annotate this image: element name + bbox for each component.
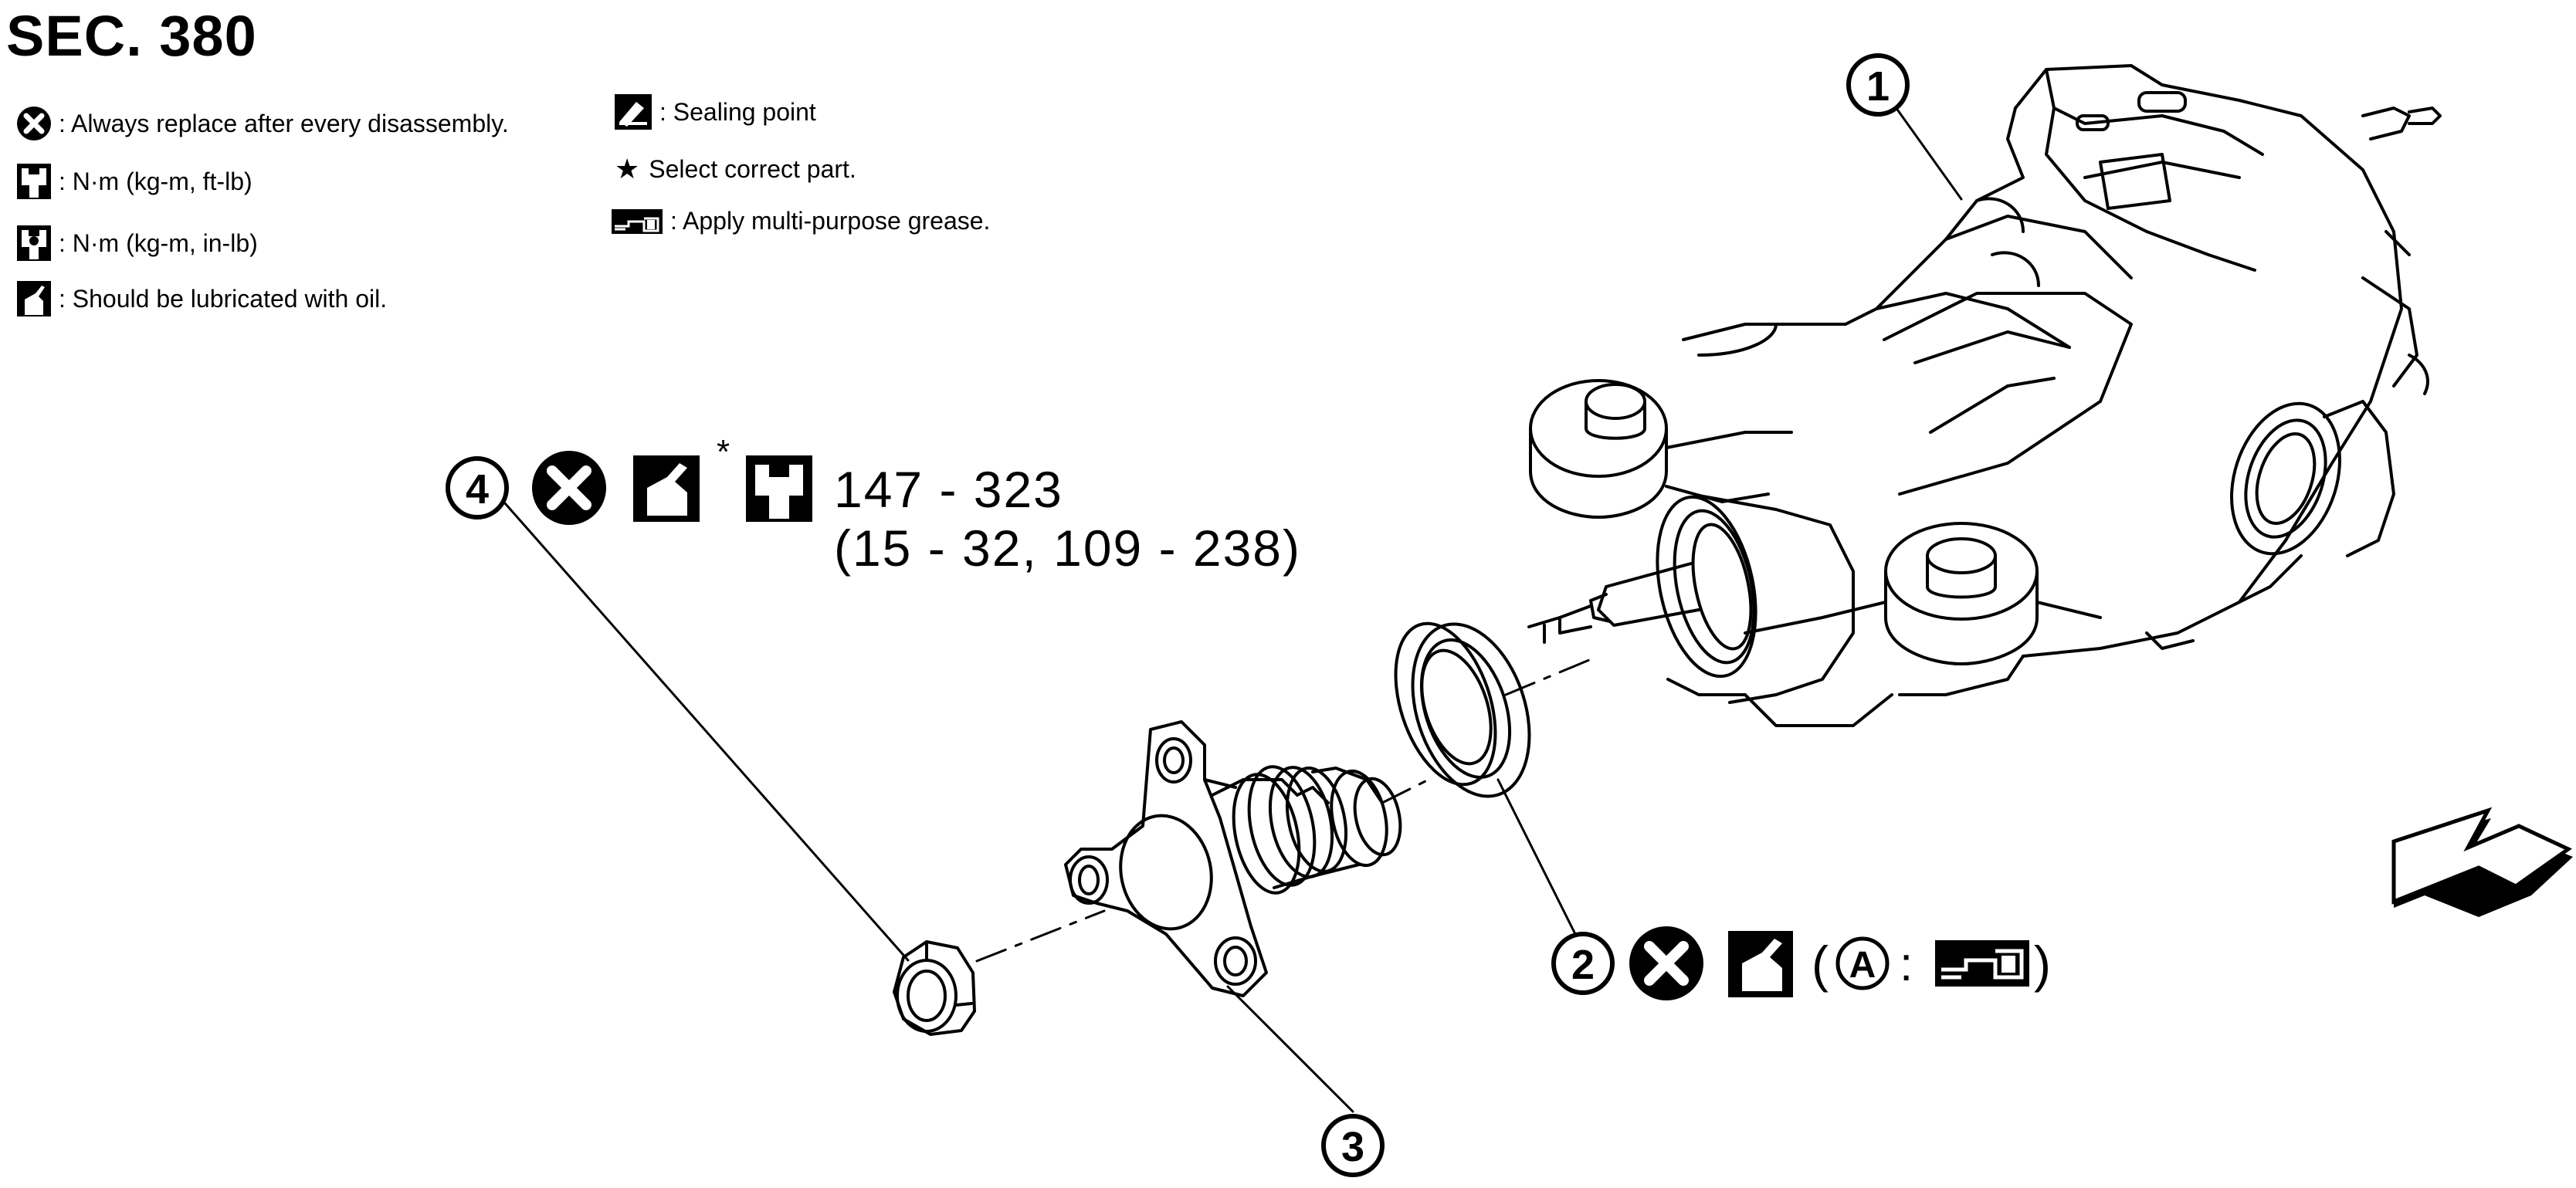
torque-spec-line2: (15 - 32, 109 - 238) <box>834 520 1301 577</box>
torque-wrench-icon <box>17 164 51 199</box>
torque-spec-line1: 147 - 323 <box>834 461 1063 518</box>
legend-lube-oil-text: : Should be lubricated with oil. <box>59 284 388 313</box>
replace-x-icon <box>17 107 51 140</box>
grease-gun-icon <box>612 208 663 234</box>
legend-select: ★ Select correct part. <box>615 153 856 185</box>
replace-x-icon <box>1629 926 1703 1000</box>
grease-ref-letter: A <box>1849 945 1876 986</box>
leader-lines <box>503 90 1963 1113</box>
oil-can-icon <box>1728 931 1793 997</box>
section-title: SEC. 380 <box>6 4 257 68</box>
callout-4-label: 4 <box>466 466 489 513</box>
assembly-axis <box>975 655 1600 963</box>
legend-replace: : Always replace after every disassembly… <box>15 105 509 142</box>
legend-sealing-text: : Sealing point <box>659 97 816 126</box>
callout-3-label: 3 <box>1341 1124 1364 1170</box>
oil-can-icon <box>633 455 700 522</box>
companion-flange <box>1064 720 1402 997</box>
legend-lube-oil: : Should be lubricated with oil. <box>15 279 387 318</box>
grease-ref-close: ) <box>2034 936 2051 993</box>
part2-symbols: ( A : ) <box>1629 926 2051 1000</box>
legend-torque-ft: : N·m (kg-m, ft-lb) <box>15 162 253 201</box>
torque-wrench-icon <box>746 455 812 522</box>
callout-2-label: 2 <box>1571 942 1595 988</box>
legend-torque-in: : N·m (kg-m, in-lb) <box>15 224 258 262</box>
callout-circles <box>446 53 1910 1177</box>
grease-ref-open: ( <box>1812 936 1829 993</box>
legend-torque-ft-text: : N·m (kg-m, ft-lb) <box>59 167 253 195</box>
part4-symbols: * <box>532 433 812 525</box>
legend-sealing: : Sealing point <box>613 93 816 131</box>
star-icon: ★ <box>615 153 640 184</box>
torque-wrench-small-icon <box>17 225 51 261</box>
sealing-point-icon <box>615 94 652 130</box>
select-asterisk: * <box>717 433 730 471</box>
callout-1-label: 1 <box>1866 63 1890 110</box>
oil-seal <box>1394 621 1531 798</box>
legend-grease: : Apply multi-purpose grease. <box>610 207 990 235</box>
flange-nut <box>893 940 976 1036</box>
legend-grease-text: : Apply multi-purpose grease. <box>670 207 991 235</box>
grease-ref-colon: : <box>1900 938 1913 991</box>
replace-x-icon <box>532 451 606 525</box>
grease-gun-icon <box>1935 940 2029 987</box>
front-direction-arrow-icon <box>2391 807 2573 917</box>
legend-select-text: Select correct part. <box>649 154 856 183</box>
differential-carrier <box>1527 64 2442 727</box>
legend-torque-in-text: : N·m (kg-m, in-lb) <box>59 228 258 257</box>
oil-can-icon <box>17 281 51 316</box>
legend-replace-text: : Always replace after every disassembly… <box>59 109 509 137</box>
